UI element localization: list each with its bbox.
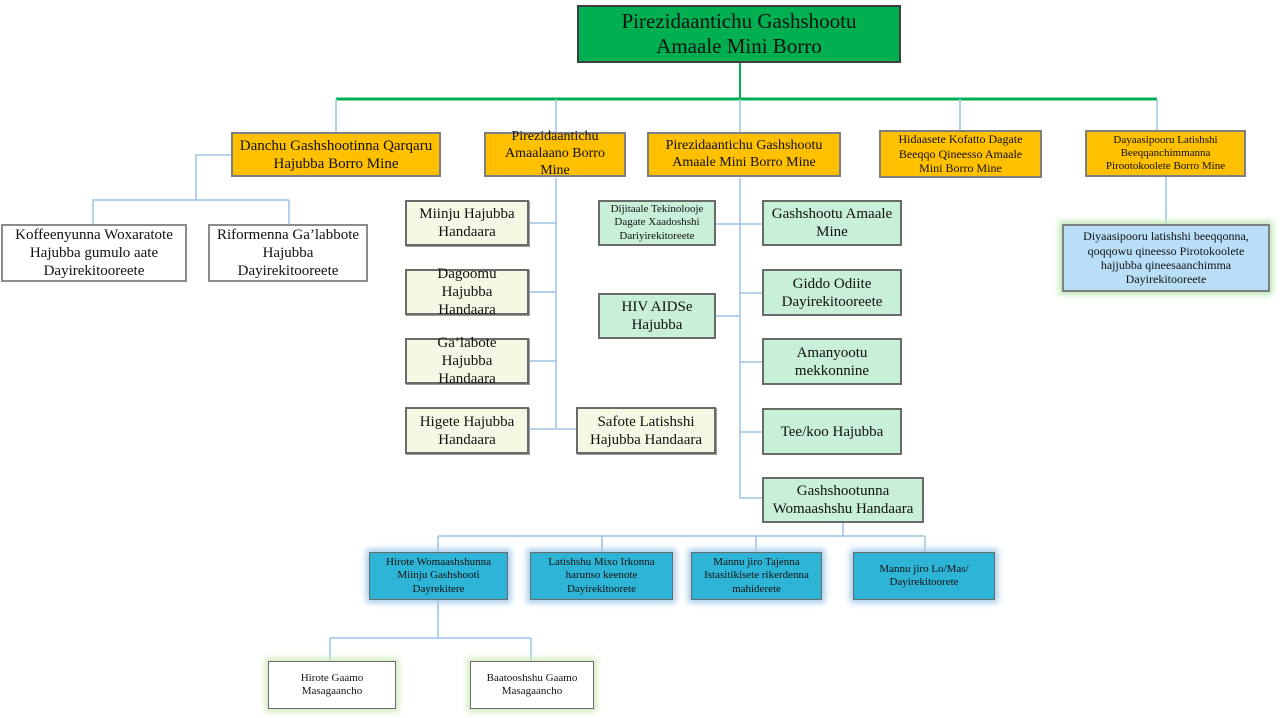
node-label: Dijitaale Tekinolooje Dagate Xaadoshshi …: [610, 203, 704, 242]
node-higete-hajubba: Higete Hajubba Handaara: [405, 407, 529, 454]
node-label: Pirezidaantichu Amaalaano Borro Mine: [505, 129, 605, 178]
node-label: Hirote Womaashshunna Miinju Gashshooti D…: [386, 556, 491, 595]
node-galabote-hajubba: Ga’labote Hajubba Handaara: [405, 335, 529, 387]
node-label: Mannu jiro Tajenna Istasitikisete rikerd…: [704, 556, 809, 595]
node-label: Riformenna Ga’labbote Hajubba Dayirekito…: [216, 227, 360, 279]
node-hirote-gaamo: Hirote Gaamo Masagaancho: [268, 661, 396, 709]
node-gashshootu-amaale-mini: Pirezidaantichu Gashshootu Amaale Mini B…: [647, 132, 841, 177]
node-dagoomu-hajubba: Dagoomu Hajubba Handaara: [405, 266, 529, 318]
node-label: Danchu Gashshootinna Qarqaru Hajubba Bor…: [239, 137, 433, 172]
node-label: Diyaasipooru latishshi beeqqonna, qoqqow…: [1083, 229, 1249, 287]
node-hidaasete-kofatto: Hidaasete Kofatto Dagate Beeqqo Qineesso…: [879, 130, 1042, 178]
node-label: Baatooshshu Gaamo Masagaancho: [486, 671, 578, 697]
node-baatooshshu-gaamo: Baatooshshu Gaamo Masagaancho: [470, 661, 594, 709]
node-danchu-gashshootinna: Danchu Gashshootinna Qarqaru Hajubba Bor…: [231, 132, 441, 177]
node-label: Hirote Gaamo Masagaancho: [300, 671, 364, 697]
node-hiv-aidse: HIV AIDSe Hajubba: [598, 293, 716, 339]
node-amaalaano-borro: Pirezidaantichu Amaalaano Borro Mine: [484, 129, 626, 178]
node-label: Giddo Odiite Dayirekitooreete: [781, 275, 883, 310]
node-mannu-jiro-tajenna: Mannu jiro Tajenna Istasitikisete rikerd…: [691, 552, 822, 600]
node-mannu-jiro-lomas: Mannu jiro Lo/Mas/ Dayirekitoorete: [853, 552, 995, 600]
node-label: Ga’labote Hajubba Handaara: [437, 335, 497, 387]
node-label: Dagoomu Hajubba Handaara: [437, 266, 497, 318]
node-gashshootu-amaale-mine: Gashshootu Amaale Mine: [762, 200, 902, 246]
node-label: Gashshootu Amaale Mine: [771, 206, 893, 240]
node-label: Koffeenyunna Woxaratote Hajubba gumulo a…: [15, 227, 173, 279]
node-teekoo-hajubba: Tee/koo Hajubba: [762, 408, 902, 455]
node-label: Tee/koo Hajubba: [780, 423, 884, 440]
node-dayaasipooru-latishshi: Dayaasipooru Latishshi Beeqqanchimmanna …: [1085, 130, 1246, 177]
node-gashshootunna-womaashshu: Gashshootunna Womaashshu Handaara: [762, 477, 924, 523]
node-label: Safote Latishshi Hajubba Handaara: [589, 413, 703, 448]
node-label: Latishshu Mixo Irkonna harunso keenote D…: [548, 556, 655, 595]
node-label: Dayaasipooru Latishshi Beeqqanchimmanna …: [1105, 133, 1226, 173]
node-label: Mannu jiro Lo/Mas/ Dayirekitoorete: [879, 562, 969, 588]
node-label: Higete Hajubba Handaara: [419, 413, 515, 448]
node-diyaasipooru-latishshi-dayirekitooreete: Diyaasipooru latishshi beeqqonna, qoqqow…: [1062, 224, 1270, 292]
root-president-label: Pirezidaantichu Gashshootu Amaale Mini B…: [621, 8, 857, 58]
node-amanyootu-mekkonnine: Amanyootu mekkonnine: [762, 338, 902, 385]
node-label: HIV AIDSe Hajubba: [621, 299, 693, 333]
node-label: Miinju Hajubba Handaara: [419, 206, 515, 240]
node-giddo-odiite: Giddo Odiite Dayirekitooreete: [762, 269, 902, 316]
root-president-node: Pirezidaantichu Gashshootu Amaale Mini B…: [577, 5, 901, 63]
node-label: Amanyootu mekkonnine: [794, 344, 870, 379]
node-label: Hidaasete Kofatto Dagate Beeqqo Qineesso…: [898, 132, 1023, 176]
node-dijitaale-tekinolooje: Dijitaale Tekinolooje Dagate Xaadoshshi …: [598, 200, 716, 246]
node-safote-latishshi: Safote Latishshi Hajubba Handaara: [576, 407, 716, 454]
node-label: Pirezidaantichu Gashshootu Amaale Mini B…: [665, 137, 823, 170]
node-label: Gashshootunna Womaashshu Handaara: [772, 483, 914, 517]
node-miinju-hajubba: Miinju Hajubba Handaara: [405, 200, 529, 246]
node-hirote-womaashshunna: Hirote Womaashshunna Miinju Gashshooti D…: [369, 552, 508, 600]
node-latishshu-mixo-irkonna: Latishshu Mixo Irkonna harunso keenote D…: [530, 552, 673, 600]
node-koffeenyunna-woxaratote: Koffeenyunna Woxaratote Hajubba gumulo a…: [1, 224, 187, 282]
node-riformenna-galabbote: Riformenna Ga’labbote Hajubba Dayirekito…: [208, 224, 368, 282]
